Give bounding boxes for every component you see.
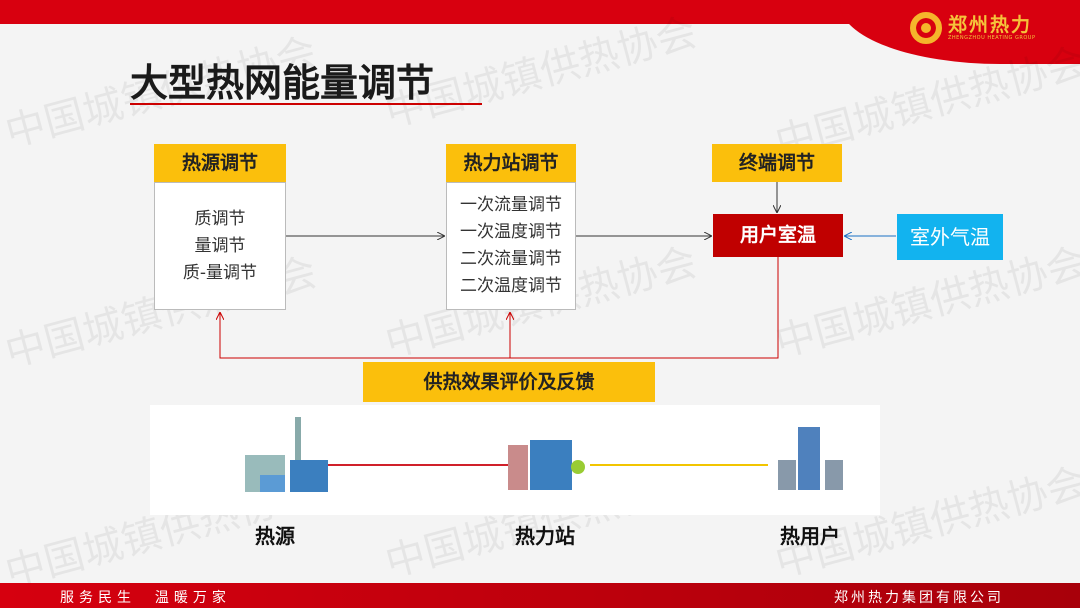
source-item: 量调节 — [194, 235, 246, 256]
illustration-panel — [150, 405, 880, 515]
source-box: 质调节 量调节 质-量调节 — [154, 182, 286, 310]
heat-station-icon — [508, 440, 585, 490]
footer-slogan: 服务民生 温暖万家 — [60, 590, 231, 606]
label-heat-user: 热用户 — [780, 524, 840, 548]
station-item: 二次温度调节 — [460, 276, 562, 296]
brand-logo: 郑州热力 ZHENGZHOU HEATING GROUP — [910, 12, 1035, 44]
title-underline — [130, 103, 482, 105]
outdoor-temp-box: 室外气温 — [897, 214, 1003, 260]
feedback-line — [220, 257, 779, 359]
label-heat-source: 热源 — [255, 524, 295, 548]
station-item: 一次温度调节 — [460, 222, 562, 242]
network-illustration — [245, 417, 843, 492]
station-item: 一次流量调节 — [460, 195, 562, 215]
terminal-header: 终端调节 — [712, 144, 842, 182]
heat-plant-icon — [245, 417, 328, 492]
source-item: 质调节 — [194, 208, 246, 229]
heat-user-icon — [778, 427, 843, 490]
station-item: 二次流量调节 — [460, 249, 562, 269]
label-heat-station: 热力站 — [515, 524, 575, 548]
station-header: 热力站调节 — [446, 144, 576, 182]
source-header: 热源调节 — [154, 144, 286, 182]
station-box: 一次流量调节 一次温度调节 二次流量调节 二次温度调节 — [446, 182, 576, 310]
footer-company: 郑州热力集团有限公司 — [834, 590, 1004, 606]
brand-name: 郑州热力 — [948, 14, 1033, 36]
feedback-box: 供热效果评价及反馈 — [363, 362, 655, 402]
page-title: 大型热网能量调节 — [130, 61, 435, 105]
logo-swirl-icon — [910, 12, 942, 44]
brand-subtitle: ZHENGZHOU HEATING GROUP — [948, 35, 1036, 41]
room-temp-box: 用户室温 — [713, 214, 843, 257]
source-item: 质-量调节 — [182, 262, 258, 283]
footer-bar — [0, 583, 1080, 608]
